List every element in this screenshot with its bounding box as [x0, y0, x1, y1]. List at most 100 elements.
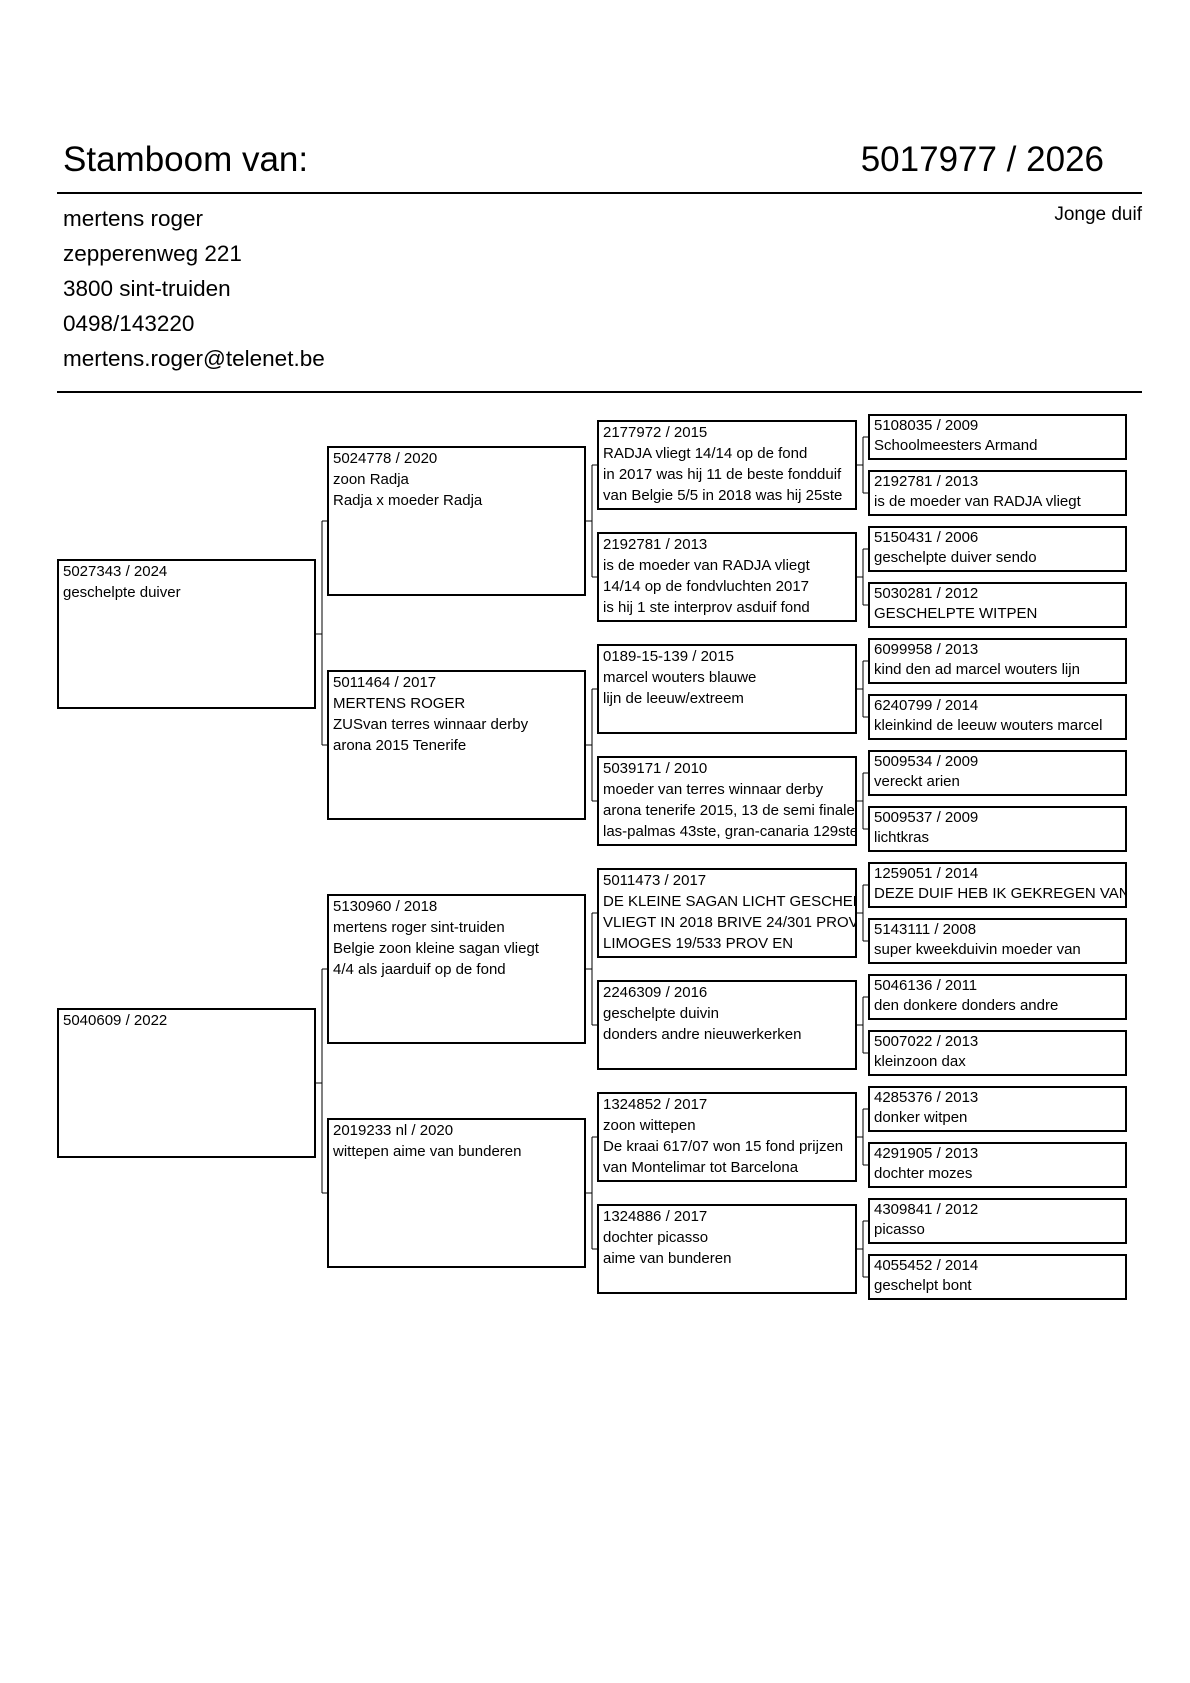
pigeon-note: GESCHELPTE WITPEN — [874, 605, 1038, 622]
gen4-pigeon-card: 6099958 / 2013 kind den ad marcel wouters… — [868, 638, 1127, 684]
pigeon-note: donders andre nieuwerkerken — [603, 1026, 802, 1043]
pigeon-note: kleinkind de leeuw wouters marcel — [874, 717, 1103, 734]
pigeon-note: geschelpte duiver — [63, 584, 181, 601]
pigeon-note: lijn de leeuw/extreem — [603, 690, 744, 707]
pigeon-ring: 5011473 / 2017 — [603, 872, 707, 889]
pigeon-note: De kraai 617/07 won 15 fond prijzen — [603, 1138, 844, 1155]
pigeon-note: marcel wouters blauwe — [603, 669, 757, 686]
gen4-pigeon-card: 5009534 / 2009 vereckt arien — [868, 750, 1127, 796]
pigeon-note: in 2017 was hij 11 de beste fondduif — [603, 466, 842, 483]
owner-phone: 0498/143220 — [63, 311, 195, 336]
pigeon-ring: 5009534 / 2009 — [874, 753, 979, 770]
gen3-pigeon-card: 5011473 / 2017 DE KLEINE SAGAN LICHT GESC… — [597, 868, 857, 958]
pigeon-note: super kweekduivin moeder van — [874, 941, 1081, 958]
pigeon-note: DEZE DUIF HEB IK GEKREGEN VAN — [874, 885, 1127, 902]
gen4-pigeon-card: 5150431 / 2006 geschelpte duiver sendo — [868, 526, 1127, 572]
pigeon-note: van Belgie 5/5 in 2018 was hij 25ste — [603, 487, 843, 504]
pigeon-note: geschelpt bont — [874, 1277, 972, 1294]
owner-city: 3800 sint-truiden — [63, 276, 231, 301]
pigeon-note: den donkere donders andre — [874, 997, 1059, 1014]
owner-email: mertens.roger@telenet.be — [63, 346, 325, 371]
gen4-pigeon-card: 5009537 / 2009 lichtkras — [868, 806, 1127, 852]
pigeon-note: lichtkras — [874, 829, 930, 846]
pigeon-ring: 1259051 / 2014 — [874, 865, 979, 882]
gen4-pigeon-card: 2192781 / 2013 is de moeder van RADJA vli… — [868, 470, 1127, 516]
pigeon-note: zoon Radja — [333, 471, 409, 488]
header-divider — [57, 192, 1142, 194]
pigeon-note: picasso — [874, 1221, 925, 1238]
pigeon-ring-number: 5017977 / 2026 — [860, 140, 1104, 179]
pigeon-ring: 5046136 / 2011 — [874, 977, 978, 994]
pigeon-ring: 5024778 / 2020 — [333, 450, 438, 467]
pigeon-ring: 5039171 / 2010 — [603, 760, 708, 777]
pigeon-ring: 5143111 / 2008 — [874, 921, 977, 938]
gen1-pigeon-card: 5040609 / 2022 — [57, 1008, 316, 1158]
pigeon-ring: 5040609 / 2022 — [63, 1012, 168, 1029]
pigeon-note: kleinzoon dax — [874, 1053, 966, 1070]
gen4-pigeon-card: 5046136 / 2011 den donkere donders andre — [868, 974, 1127, 1020]
pigeon-note: 14/14 op de fondvluchten 2017 — [603, 578, 810, 595]
pigeon-note: geschelpte duiver sendo — [874, 549, 1037, 566]
pigeon-note: Schoolmeesters Armand — [874, 437, 1038, 454]
pigeon-ring: 2246309 / 2016 — [603, 984, 708, 1001]
pigeon-ring: 5108035 / 2009 — [874, 417, 979, 434]
page-title: Stamboom van: — [63, 140, 309, 179]
gen4-pigeon-card: 4285376 / 2013 donker witpen — [868, 1086, 1127, 1132]
pigeon-ring: 6240799 / 2014 — [874, 697, 979, 714]
pigeon-ring: 6099958 / 2013 — [874, 641, 979, 658]
gen1-pigeon-card: 5027343 / 2024 geschelpte duiver — [57, 559, 316, 709]
owner-name: mertens roger — [63, 206, 204, 231]
pigeon-note: MERTENS ROGER — [333, 695, 466, 712]
pigeon-note: is hij 1 ste interprov asduif fond — [603, 599, 810, 616]
pigeon-ring: 5011464 / 2017 — [333, 674, 437, 691]
pigeon-ring: 5030281 / 2012 — [874, 585, 979, 602]
pigeon-note: kind den ad marcel wouters lijn — [874, 661, 1080, 678]
pigeon-ring: 5027343 / 2024 — [63, 563, 168, 580]
pigeon-category: Jonge duif — [1054, 204, 1142, 225]
pigeon-note: Radja x moeder Radja — [333, 492, 483, 509]
pigeon-note: wittepen aime van bunderen — [333, 1143, 522, 1160]
pigeon-note: is de moeder van RADJA vliegt — [603, 557, 810, 574]
pigeon-note: DE KLEINE SAGAN LICHT GESCHELPT — [603, 893, 857, 910]
gen4-pigeon-card: 4291905 / 2013 dochter mozes — [868, 1142, 1127, 1188]
pigeon-note: is de moeder van RADJA vliegt — [874, 493, 1081, 510]
pigeon-note: VLIEGT IN 2018 BRIVE 24/301 PROV — [603, 914, 857, 931]
gen4-pigeon-card: 4309841 / 2012 picasso — [868, 1198, 1127, 1244]
pigeon-note: arona 2015 Tenerife — [333, 737, 467, 754]
pigeon-note: donker witpen — [874, 1109, 968, 1126]
gen4-pigeon-card: 5143111 / 2008 super kweekduivin moeder v… — [868, 918, 1127, 964]
gen4-pigeon-card: 6240799 / 2014 kleinkind de leeuw wouters… — [868, 694, 1127, 740]
pigeon-ring: 1324852 / 2017 — [603, 1096, 708, 1113]
pigeon-ring: 5150431 / 2006 — [874, 529, 979, 546]
pigeon-ring: 4309841 / 2012 — [874, 1201, 979, 1218]
pigeon-note: dochter mozes — [874, 1165, 973, 1182]
pigeon-ring: 5007022 / 2013 — [874, 1033, 979, 1050]
pigeon-ring: 2177972 / 2015 — [603, 424, 708, 441]
pigeon-ring: 1324886 / 2017 — [603, 1208, 708, 1225]
pigeon-ring: 5009537 / 2009 — [874, 809, 979, 826]
pigeon-ring: 2192781 / 2013 — [874, 473, 979, 490]
pigeon-ring: 4291905 / 2013 — [874, 1145, 979, 1162]
pigeon-note: dochter picasso — [603, 1229, 709, 1246]
pigeon-note: vereckt arien — [874, 773, 960, 790]
pigeon-note: las-palmas 43ste, gran-canaria 129ste — [603, 823, 857, 840]
gen3-pigeon-card: 1324886 / 2017 dochter picasso aime van bu… — [597, 1204, 857, 1294]
pigeon-ring: 4285376 / 2013 — [874, 1089, 979, 1106]
pigeon-ring: 5130960 / 2018 — [333, 898, 438, 915]
pigeon-note: van Montelimar tot Barcelona — [603, 1159, 799, 1176]
pigeon-note: aime van bunderen — [603, 1250, 732, 1267]
